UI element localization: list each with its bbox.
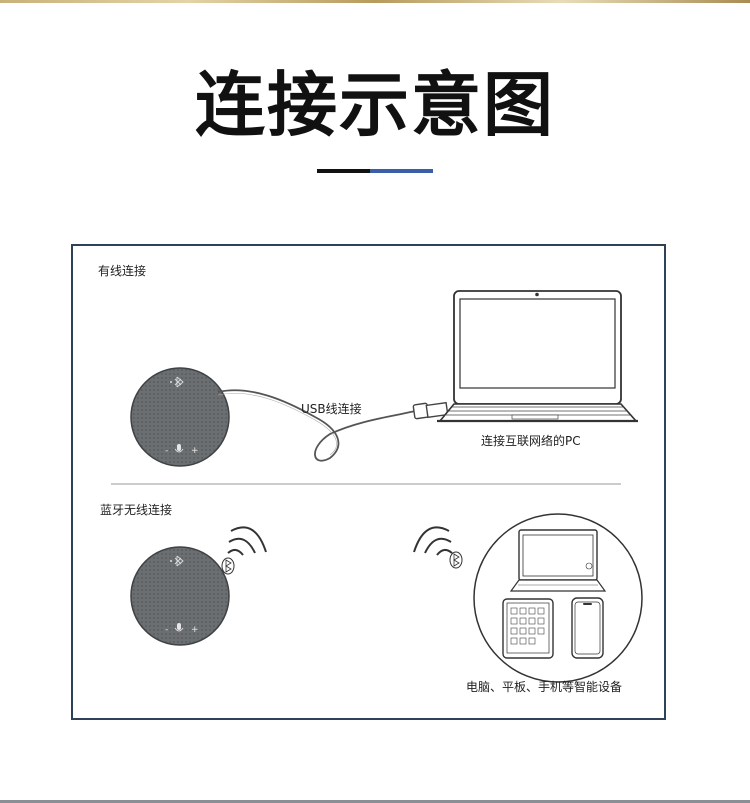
laptop-label: 连接互联网络的PC xyxy=(481,434,581,448)
phone-device xyxy=(571,597,604,659)
connection-diagram-frame xyxy=(71,244,666,720)
smart-devices-group xyxy=(473,513,643,683)
wifi-signal-icon xyxy=(227,526,267,556)
bluetooth-icon xyxy=(221,557,235,575)
wired-speaker: - + xyxy=(130,367,230,467)
bottom-border xyxy=(0,800,750,803)
devices-label: 电脑、平板、手机等智能设备 xyxy=(466,680,623,694)
page-title: 连接示意图 xyxy=(195,64,555,146)
laptop-pc xyxy=(437,290,638,423)
title-underline xyxy=(317,169,433,173)
title-underline-dark xyxy=(317,169,370,173)
usb-cable xyxy=(217,389,449,462)
title-underline-blue xyxy=(370,169,433,173)
top-decor-strip xyxy=(0,0,750,3)
tablet-device xyxy=(502,598,554,659)
speaker-plus-button: + xyxy=(191,625,199,635)
camera-icon xyxy=(535,292,539,297)
speaker-minus-button: - xyxy=(165,446,168,456)
mic-icon xyxy=(174,623,184,632)
usb-cable-label: USB线连接 xyxy=(301,402,362,416)
bluetooth-icon xyxy=(449,551,463,569)
speaker-minus-button: - xyxy=(165,625,168,635)
mini-laptop xyxy=(509,529,607,592)
wired-section-label: 有线连接 xyxy=(98,264,147,278)
wifi-signal-icon xyxy=(413,526,453,556)
wireless-section-label: 蓝牙无线连接 xyxy=(100,503,173,517)
speaker-plus-button: + xyxy=(191,446,199,456)
bluetooth-icon xyxy=(174,555,184,567)
bluetooth-icon xyxy=(174,376,184,388)
mic-icon xyxy=(174,444,184,453)
wireless-speaker: - + xyxy=(130,546,230,646)
